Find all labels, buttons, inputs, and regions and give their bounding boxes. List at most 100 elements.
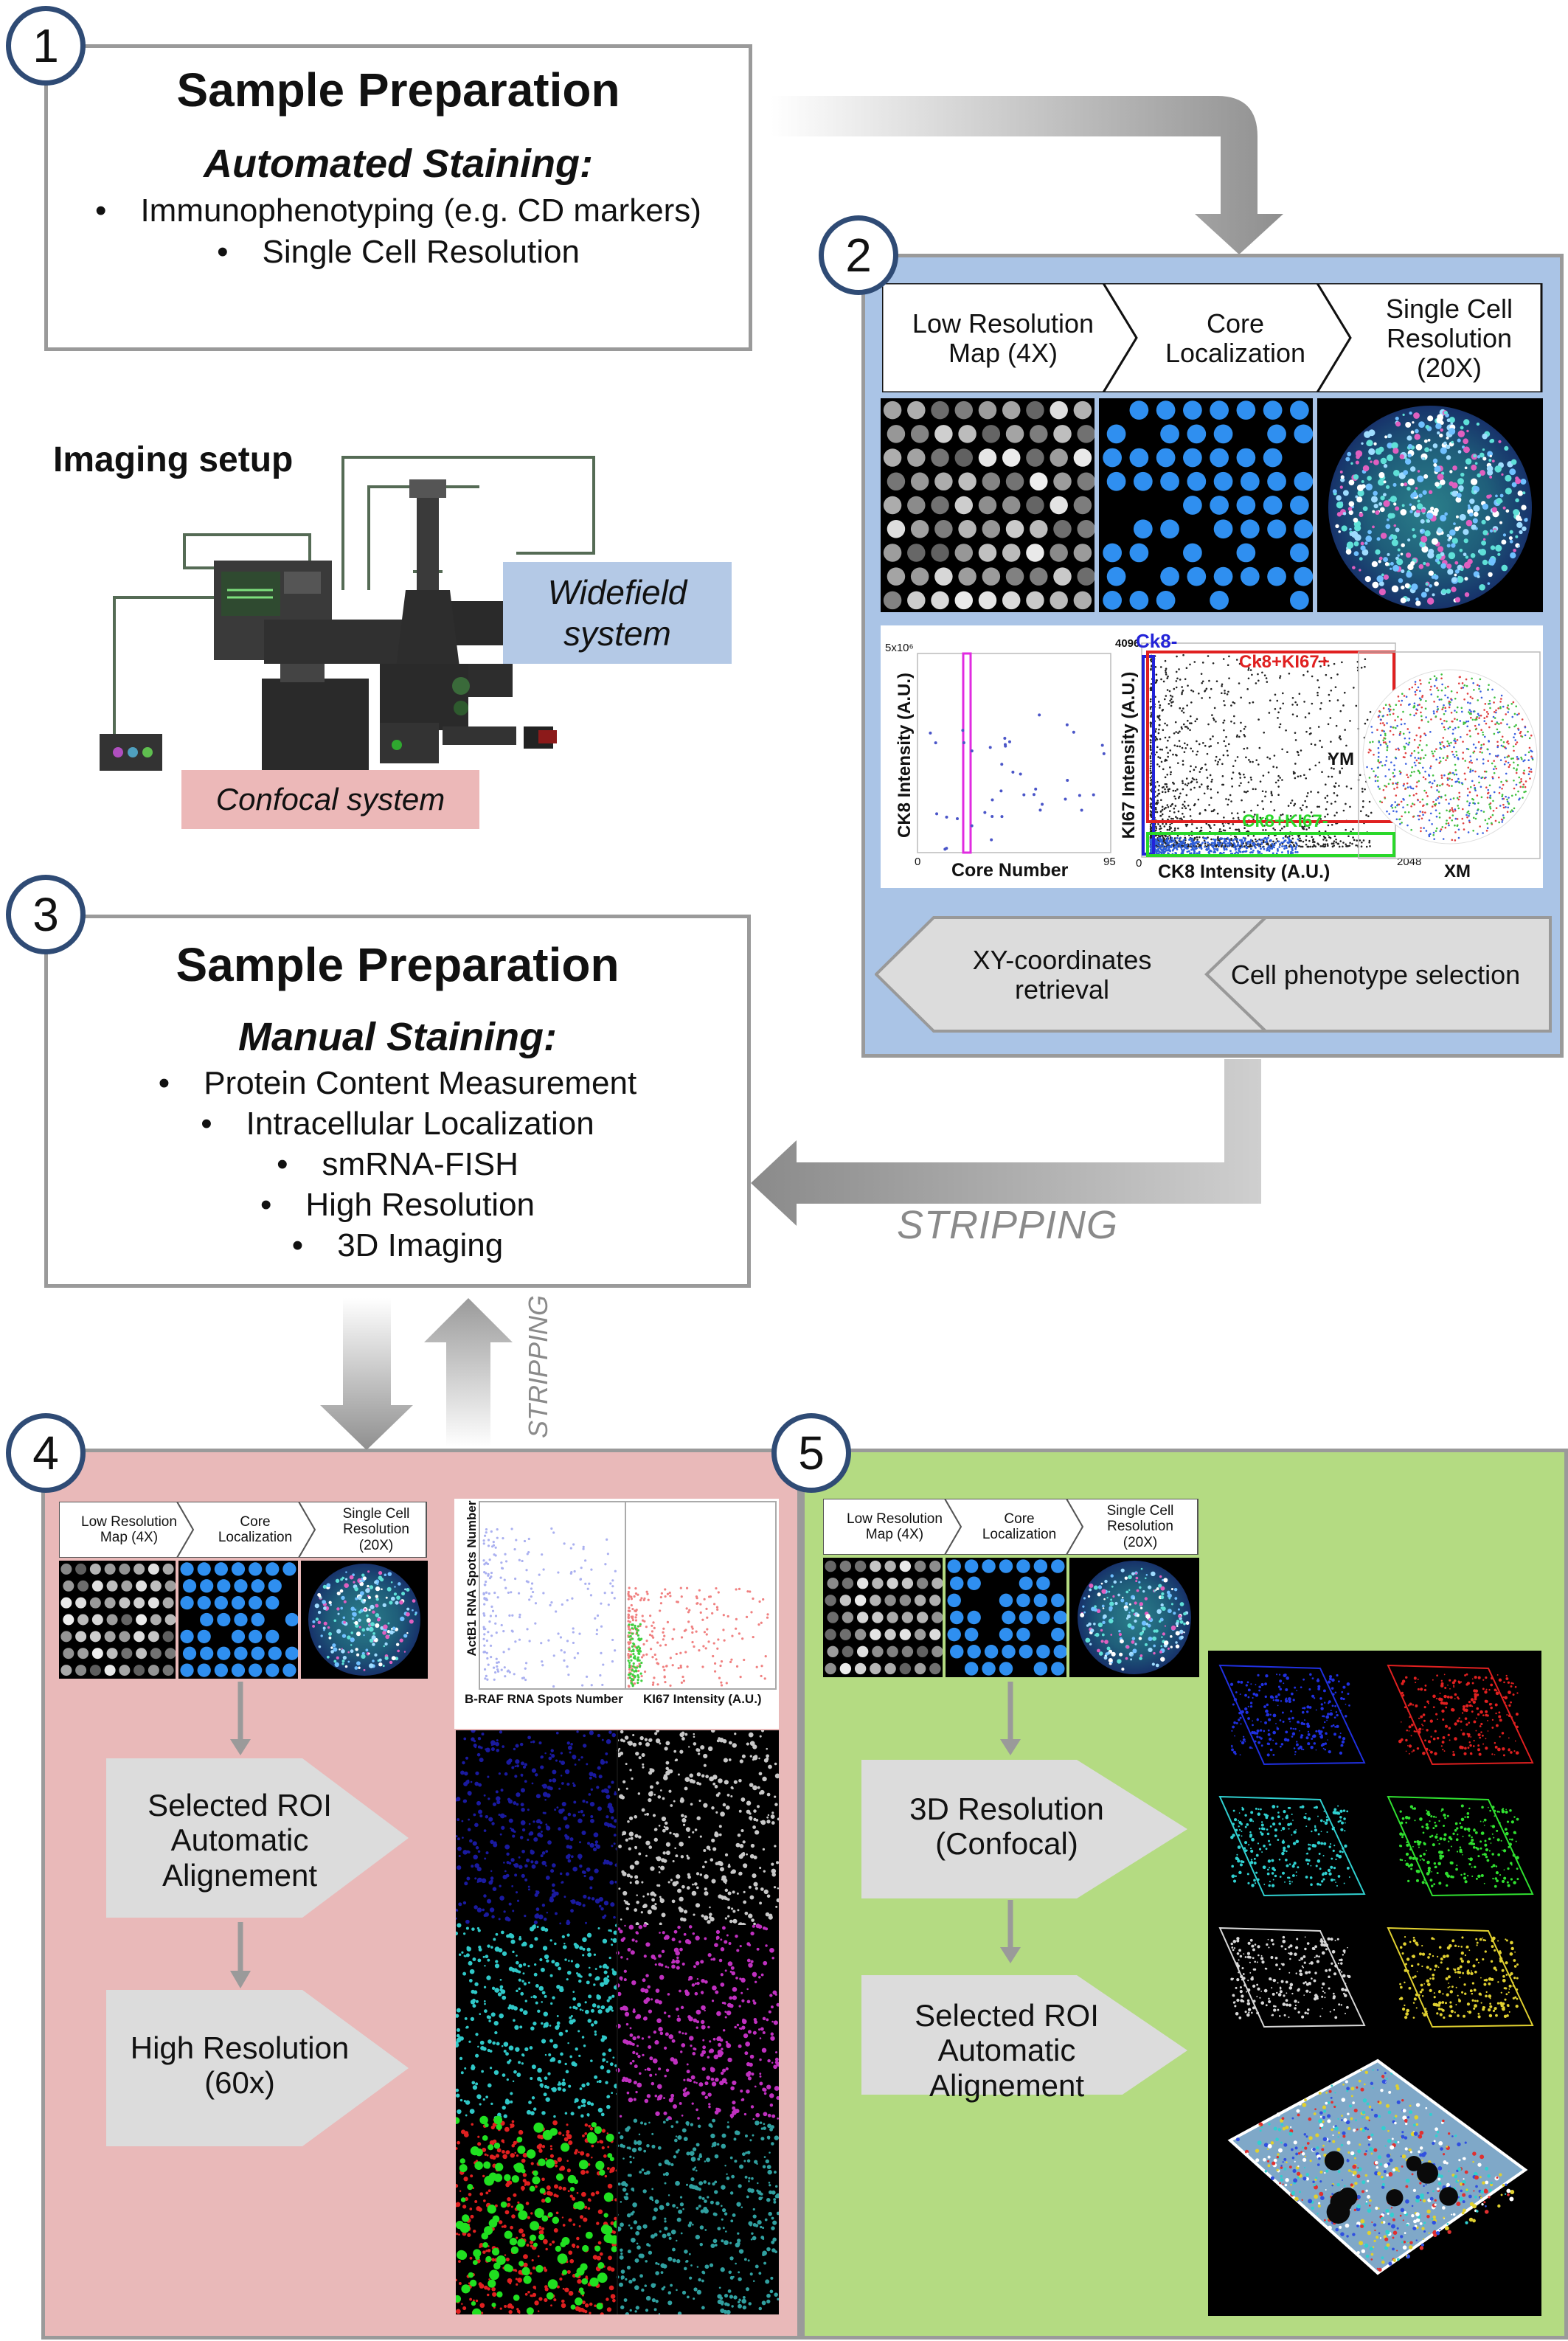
signal: [521, 1761, 525, 1766]
cell-position: [1445, 822, 1448, 825]
data-point: [1196, 718, 1198, 721]
signal: [704, 1887, 707, 1891]
cell: [1451, 440, 1454, 444]
cell-position: [1434, 684, 1436, 687]
data-point: [1000, 763, 1004, 766]
cell-position: [1419, 690, 1421, 693]
data-point: [1176, 677, 1179, 680]
cell-position: [1459, 676, 1462, 679]
cell-position: [1480, 729, 1482, 732]
cell: [354, 1620, 358, 1626]
data-point: [988, 746, 992, 749]
cell-position: [1444, 794, 1447, 797]
data-point: [1159, 718, 1161, 721]
data-point: [1238, 830, 1241, 833]
cell-position: [1487, 688, 1489, 691]
cell: [1413, 412, 1420, 419]
signal: [479, 1814, 483, 1818]
cell: [1380, 496, 1385, 501]
data-point: [1263, 837, 1266, 839]
data-point: [603, 1592, 606, 1595]
data-point: [1208, 825, 1211, 827]
data-point: [1166, 839, 1168, 842]
data-point: [1169, 773, 1172, 776]
cell: [394, 1586, 396, 1588]
signal: [475, 1771, 479, 1775]
cell: [1485, 516, 1491, 521]
signal: [595, 1844, 601, 1849]
cell-position: [1418, 771, 1421, 774]
data-point: [639, 1599, 642, 1602]
data-point: [639, 1624, 642, 1628]
tissue-core: [1073, 400, 1092, 420]
signal: [503, 1862, 505, 1864]
tissue-core: [106, 1648, 118, 1659]
cell: [1454, 561, 1459, 565]
data-point: [1252, 834, 1255, 837]
data-point: [582, 1547, 585, 1550]
cell: [350, 1637, 355, 1643]
signal: [589, 1730, 594, 1735]
data-point: [507, 1648, 510, 1651]
data-point: [1159, 847, 1162, 849]
cell-position: [1410, 752, 1413, 755]
signal: [594, 1868, 599, 1873]
data-point: [1007, 740, 1011, 743]
data-point: [611, 1579, 614, 1582]
signal: [466, 1850, 470, 1853]
data-point: [1275, 838, 1278, 840]
cell-position: [1527, 759, 1530, 762]
data-point: [693, 1645, 695, 1648]
cell: [1443, 441, 1447, 445]
data-point: [1206, 752, 1209, 755]
signal: [665, 1826, 669, 1831]
cell: [1509, 530, 1513, 534]
signal: [552, 1769, 557, 1775]
signal: [654, 1732, 658, 1735]
data-point: [675, 1652, 678, 1656]
data-point: [1207, 847, 1210, 850]
cell-position: [1409, 755, 1412, 757]
signal: [644, 1738, 648, 1741]
data-point: [1344, 729, 1346, 731]
signal: [687, 1875, 691, 1879]
data-point: [1285, 729, 1287, 732]
cell: [372, 1610, 375, 1614]
data-point: [1149, 744, 1152, 747]
data-point: [1157, 732, 1160, 735]
signal: [468, 1818, 471, 1821]
cell-position: [1424, 754, 1427, 757]
cell-position: [1465, 684, 1468, 687]
data-point: [1252, 849, 1255, 852]
data-point: [1155, 681, 1158, 683]
signal: [610, 1902, 615, 1907]
cell-position: [1496, 728, 1499, 731]
cell-position: [1415, 734, 1418, 737]
data-point: [1238, 850, 1241, 853]
cell: [389, 1660, 393, 1665]
data-point: [716, 1608, 719, 1611]
signal: [518, 1865, 523, 1870]
data-point: [1161, 813, 1164, 816]
tissue-core: [148, 1597, 159, 1609]
data-point: [1216, 849, 1219, 852]
cell: [1340, 477, 1345, 482]
data-point: [606, 1538, 608, 1541]
cell: [1383, 493, 1387, 497]
data-point: [1204, 808, 1207, 811]
cell: [1404, 482, 1408, 487]
cell-position: [1460, 707, 1463, 710]
data-point: [1162, 818, 1164, 821]
cell-position: [1493, 732, 1496, 735]
cell-position: [1442, 737, 1445, 739]
data-point: [757, 1623, 760, 1626]
cell: [1375, 448, 1382, 455]
data-point: [679, 1664, 682, 1668]
data-point: [766, 1613, 769, 1616]
cell: [1376, 575, 1384, 583]
cell-position: [1414, 683, 1417, 686]
data-point: [642, 1654, 645, 1657]
signal: [577, 1811, 580, 1814]
data-point: [1349, 720, 1351, 722]
data-point: [1221, 783, 1224, 786]
